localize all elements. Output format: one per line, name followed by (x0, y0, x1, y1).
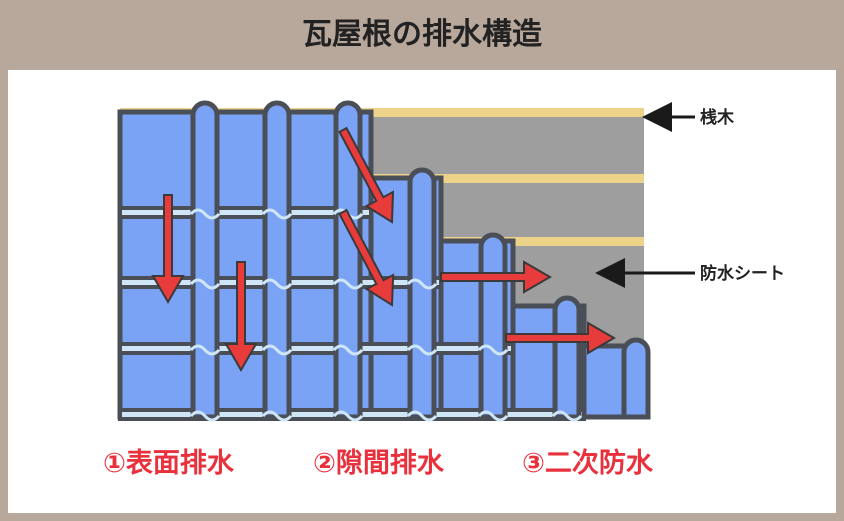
gap-drainage-arrow-1 (338, 126, 395, 224)
water-wave (332, 344, 364, 356)
water-wave (189, 278, 221, 290)
water-wave (189, 410, 221, 422)
water-wave (406, 278, 438, 290)
batten-3 (440, 237, 644, 246)
tile-roll-6 (552, 295, 582, 420)
gap-drainage-arrow-1-shape (338, 126, 395, 224)
water-wave (261, 344, 293, 356)
gap-drainage-arrow-2-shape (338, 208, 395, 307)
tile-roll-4 (407, 167, 437, 420)
surface-drainage-arrow-1-shape (151, 194, 185, 305)
water-wave (477, 410, 509, 422)
tile-roll-2 (262, 100, 292, 420)
gap-drainage-arrow-2 (338, 208, 395, 307)
tile-roll-3 (333, 100, 363, 420)
page-title: 瓦屋根の排水構造 (302, 17, 542, 52)
tile-roll-7 (621, 337, 651, 420)
tile-course-gap-3 (118, 342, 515, 355)
secondary-waterproofing-arrow-1 (440, 260, 553, 294)
water-wave (406, 344, 438, 356)
tile-course-gap-1 (118, 206, 373, 219)
surface-drainage-arrow-2 (224, 261, 258, 373)
water-wave (189, 208, 221, 220)
water-wave (477, 344, 509, 356)
batten-1 (120, 108, 644, 117)
battens (120, 108, 644, 246)
secondary-waterproofing-arrow-2 (505, 321, 617, 355)
water-wave (189, 344, 221, 356)
method-surface-drainage: ①表面排水 (103, 448, 234, 479)
method-secondary-waterproofing: ③二次防水 (522, 448, 653, 479)
secondary-waterproofing-arrow-2-shape (505, 321, 617, 355)
batten-2 (370, 174, 644, 183)
tile-column-1 (117, 109, 198, 420)
water-wave (551, 410, 583, 422)
waterproof-sheet-label: 防水シート (700, 264, 785, 284)
roof-tiles (117, 100, 651, 422)
drainage-arrows (151, 126, 617, 373)
tile-roll-5 (478, 232, 508, 420)
surface-drainage-arrow-2-shape (224, 261, 258, 373)
water-wave (261, 278, 293, 290)
water-wave (332, 278, 364, 290)
water-wave (332, 410, 364, 422)
method-gap-drainage: ②隙間排水 (313, 448, 444, 479)
water-wave (261, 208, 293, 220)
surface-drainage-arrow-1 (151, 194, 185, 305)
batten-label: 桟木 (700, 108, 734, 128)
water-wave (406, 410, 438, 422)
secondary-waterproofing-arrow-1-shape (440, 260, 553, 294)
tile-roll-1 (190, 100, 220, 420)
water-wave (261, 410, 293, 422)
